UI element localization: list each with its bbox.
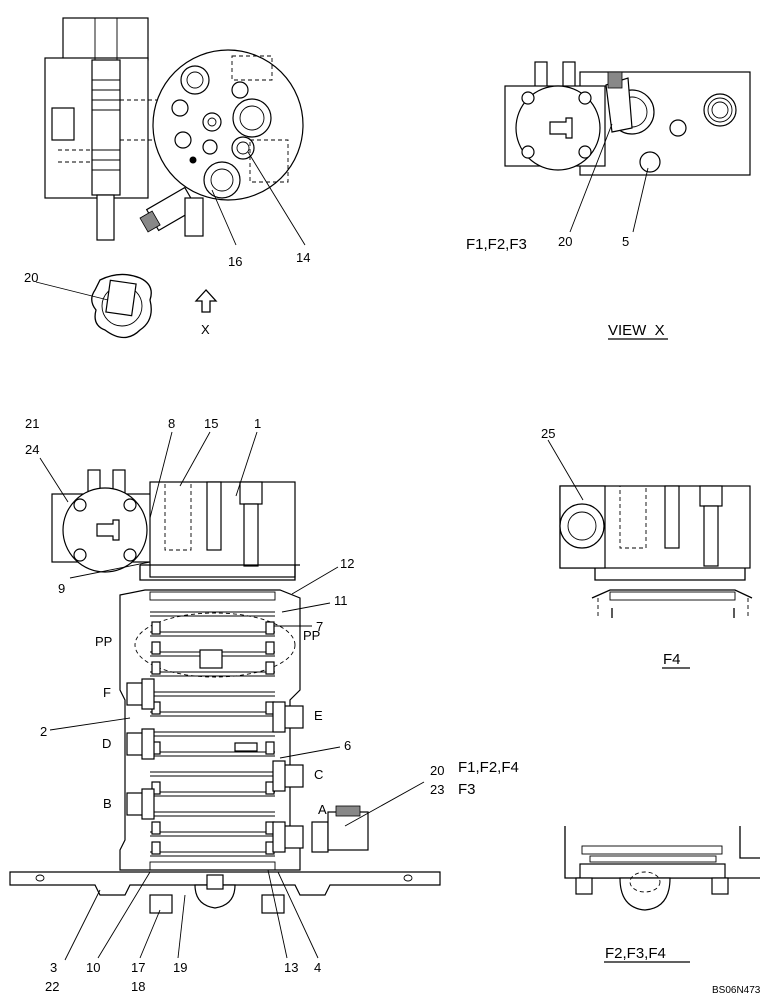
detail-fitting-20 — [91, 273, 152, 339]
port-label-e: E — [314, 708, 323, 723]
callout-7: 7 — [316, 619, 323, 634]
callout-20-viewx: 20 — [558, 234, 572, 249]
callout-13: 13 — [284, 960, 298, 975]
view-x-title: VIEW X — [608, 322, 665, 339]
port-a-fitting — [311, 805, 369, 853]
callout-22: 22 — [45, 979, 59, 994]
callout-21: 21 — [25, 416, 39, 431]
callout-5: 5 — [622, 234, 629, 249]
main-valve-body — [119, 589, 369, 871]
port-label-b: B — [103, 796, 112, 811]
main-base-plate — [9, 871, 441, 914]
callout-12: 12 — [340, 556, 354, 571]
callout-24: 24 — [25, 442, 39, 457]
port-label-d: D — [102, 736, 111, 751]
f234-detail-assembly — [564, 826, 760, 911]
callout-2: 2 — [40, 724, 47, 739]
callout-14: 14 — [296, 250, 310, 265]
callout-23-main: 23 — [430, 782, 444, 797]
callout-20-main: 20 — [430, 763, 444, 778]
callout-9: 9 — [58, 581, 65, 596]
main-valve-top-section — [51, 469, 300, 581]
view-x-arrow-label: X — [201, 322, 210, 337]
callout-11: 11 — [334, 593, 348, 608]
label-pp-right: PP — [303, 628, 320, 643]
callout-16: 16 — [228, 254, 242, 269]
variant-f124-label: F1,F2,F4 — [458, 759, 519, 776]
callout-20-top: 20 — [24, 270, 38, 285]
drawing-code: BS06N473 — [712, 985, 761, 996]
right-ports — [272, 701, 304, 853]
port-label-f: F — [103, 685, 111, 700]
callout-4: 4 — [314, 960, 321, 975]
callout-18: 18 — [131, 979, 145, 994]
view-x-arrow — [194, 289, 218, 313]
variant-f123-label: F1,F2,F3 — [466, 236, 527, 253]
callout-1: 1 — [254, 416, 261, 431]
label-pp-left: PP — [95, 634, 112, 649]
callout-6: 6 — [344, 738, 351, 753]
port-label-a: A — [318, 802, 327, 817]
callout-19: 19 — [173, 960, 187, 975]
callout-25: 25 — [541, 426, 555, 441]
variant-f234-title: F2,F3,F4 — [605, 945, 666, 962]
top-view-assembly — [44, 17, 304, 241]
callout-8: 8 — [168, 416, 175, 431]
callout-15: 15 — [204, 416, 218, 431]
callout-17: 17 — [131, 960, 145, 975]
leader-lines — [35, 123, 649, 961]
callout-10: 10 — [86, 960, 100, 975]
left-ports — [126, 678, 155, 820]
callout-3: 3 — [50, 960, 57, 975]
port-label-c: C — [314, 767, 323, 782]
variant-f4-title: F4 — [663, 651, 681, 668]
f4-detail-assembly — [559, 485, 753, 618]
variant-f3-label: F3 — [458, 781, 476, 798]
view-x-assembly — [504, 61, 751, 176]
